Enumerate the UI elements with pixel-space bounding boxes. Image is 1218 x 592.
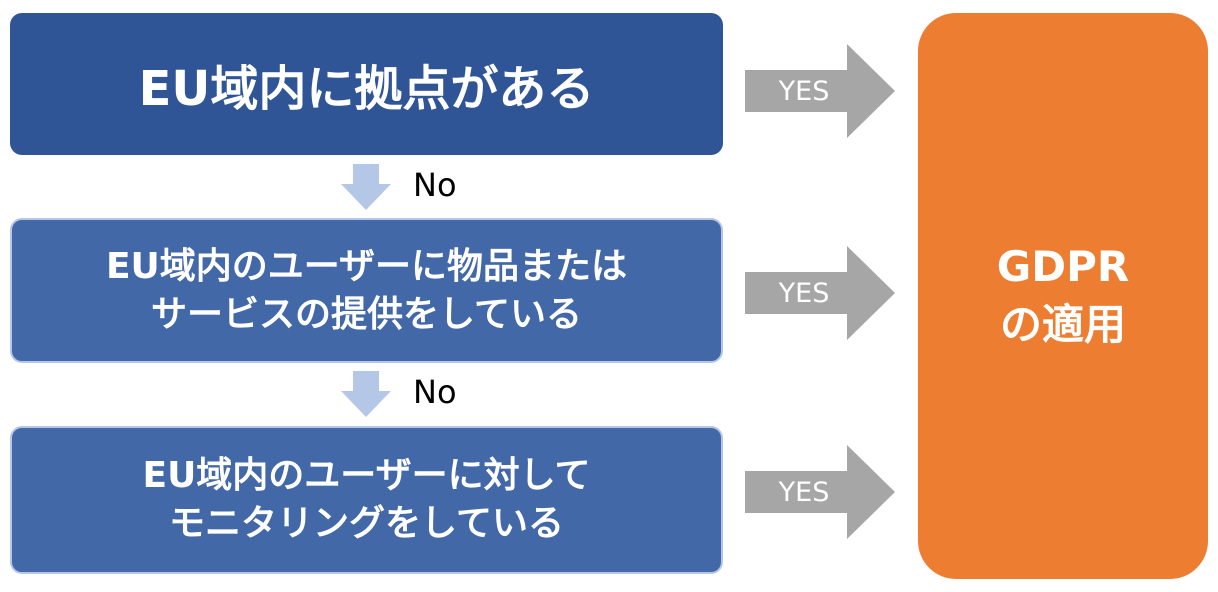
result-box-gdpr-applies: GDPR の適用 [918,13,1208,579]
condition-box-eu-establishment: EU域内に拠点がある [10,13,723,155]
down-arrow-icon [341,164,391,210]
no-label: No [413,166,457,204]
condition-text-line-2: サービスの提供をしている [151,293,582,335]
no-label: No [413,373,457,411]
condition-text-line-2: モニタリングをしている [169,503,564,544]
condition-box-offering-goods-services: EU域内のユーザーに物品または サービスの提供をしている [10,218,723,363]
yes-arrow-icon: YES [745,445,895,539]
condition-box-monitoring: EU域内のユーザーに対して モニタリングをしている [10,426,723,574]
yes-label: YES [778,75,830,107]
yes-label: YES [778,277,830,309]
result-text-line-1: GDPR [996,242,1130,291]
result-text-line-2: の適用 [999,300,1126,349]
condition-text-line-1: EU域内のユーザーに対して [142,455,591,496]
condition-text-line-1: EU域内のユーザーに物品または [105,245,628,287]
down-arrow-icon [341,371,391,417]
yes-arrow-icon: YES [745,44,895,138]
condition-text: EU域内に拠点がある [138,61,595,117]
yes-label: YES [778,476,830,508]
yes-arrow-icon: YES [745,246,895,340]
